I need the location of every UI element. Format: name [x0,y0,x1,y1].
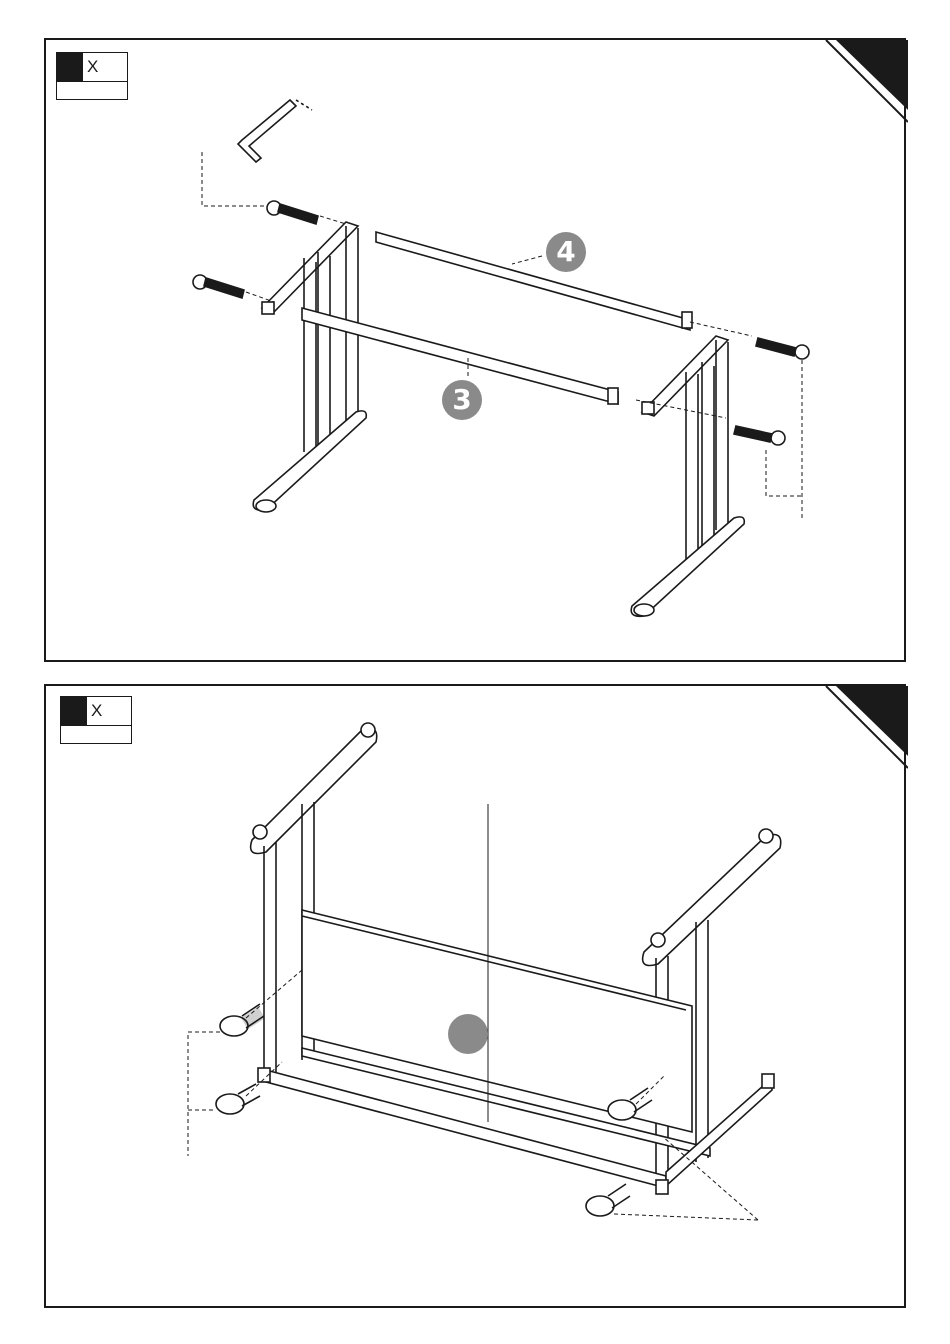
corner-tab [836,40,908,110]
allen-key-icon [238,100,312,162]
right-leg-frame [631,336,744,616]
bolt-icon [193,275,244,298]
part-number-badge: 3 [442,380,482,420]
part-number-badge [448,1014,488,1054]
frame-assembly-diagram [46,40,908,664]
left-leg-frame [253,222,366,512]
step-panel-2: X [44,684,906,1308]
rail-part-4 [376,232,692,330]
bolt-icon [756,338,809,359]
leveler-foot-icon [586,1184,630,1216]
leveler-assembly-diagram [46,686,908,1310]
step-panel-1: X [44,38,906,662]
bolt-icon [267,201,318,224]
right-foot-bar [643,829,781,966]
part-number-badge: 4 [546,232,586,272]
bolt-icon [734,426,785,445]
corner-tab [836,686,908,756]
